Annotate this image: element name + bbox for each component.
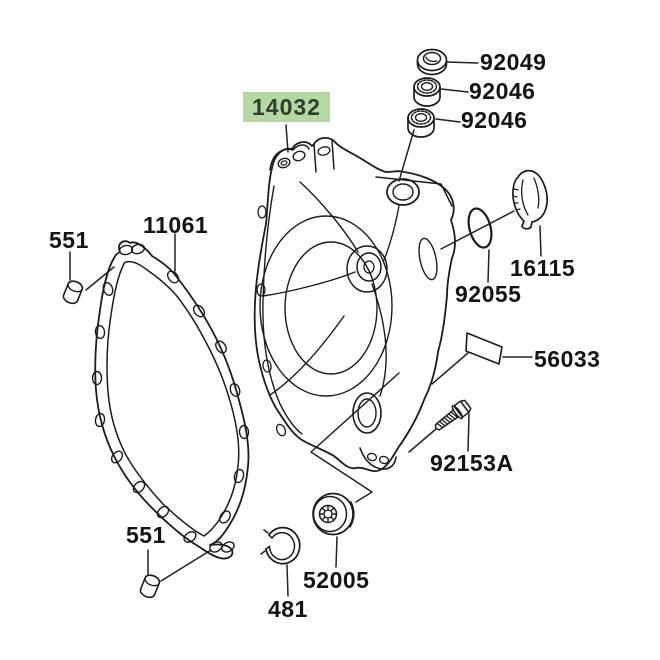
oil-seal-drawing: [416, 48, 448, 76]
oring-drawing: [467, 207, 493, 249]
part-label-92046-lower: 92046: [461, 107, 528, 133]
part-label-92153A: 92153A: [430, 450, 514, 476]
part-label-481: 481: [268, 596, 308, 622]
part-label-551-top: 551: [49, 227, 89, 253]
part-label-92055: 92055: [455, 281, 522, 307]
filler-cap-drawing: [512, 169, 549, 230]
circlip-drawing: [260, 526, 301, 565]
sight-gauge-drawing: [312, 492, 355, 536]
dowel-pin-bottom-drawing: [139, 574, 161, 599]
part-label-92046-upper: 92046: [469, 78, 536, 104]
bolt-drawing: [434, 399, 472, 431]
clutch-cover-drawing: [253, 137, 456, 472]
dowel-pin-top-drawing: [62, 280, 84, 305]
part-label-14032-highlighted: 14032: [243, 92, 330, 122]
part-label-11061: 11061: [143, 212, 209, 238]
part-label-56033: 56033: [534, 346, 601, 372]
bearing-lower-drawing: [407, 108, 435, 138]
part-label-52005: 52005: [303, 567, 370, 593]
leader-lines: [69, 61, 542, 597]
part-label-16115: 16115: [510, 255, 576, 281]
part-label-92049: 92049: [480, 49, 547, 75]
label-plate-drawing: [465, 332, 503, 365]
bearing-upper-drawing: [413, 77, 441, 107]
gasket-drawing: [91, 240, 250, 560]
part-label-551-bottom: 551: [126, 522, 166, 548]
